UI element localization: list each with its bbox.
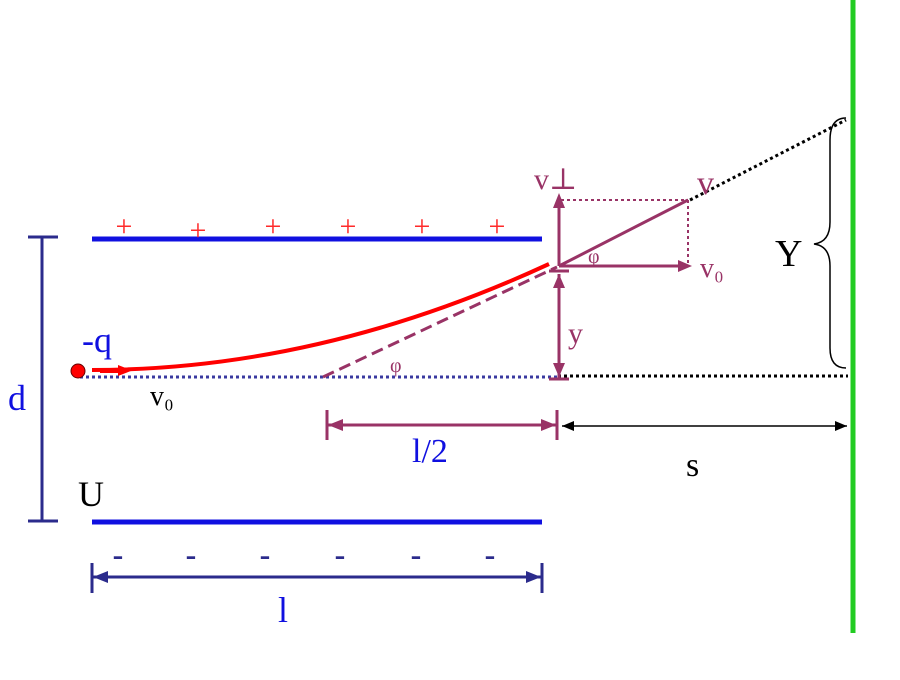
- y-dimension: [549, 269, 569, 381]
- l-label: l: [278, 590, 288, 630]
- extension-line-inside: [322, 265, 558, 379]
- U-label: U: [78, 474, 104, 514]
- s-dimension: [562, 421, 847, 431]
- half-l-label: l/2: [412, 433, 448, 470]
- extension-line-outside: [689, 118, 847, 202]
- l-dimension: [90, 563, 544, 593]
- particle-trajectory: [91, 262, 550, 372]
- velocity-triangle: [553, 193, 692, 272]
- plus-sign: +: [489, 210, 506, 243]
- Y-brace: [813, 117, 847, 369]
- plus-sign: +: [340, 210, 357, 243]
- charge-dot: [70, 363, 86, 379]
- v0-initial-label: v₀: [150, 381, 174, 412]
- v-vector: [558, 198, 689, 268]
- v-label: v: [697, 165, 714, 202]
- minus-sign: -: [485, 536, 496, 572]
- d-label: d: [8, 378, 26, 418]
- plus-sign: +: [190, 214, 207, 247]
- plus-sign: +: [265, 210, 282, 243]
- minus-sign: -: [411, 536, 422, 572]
- minus-sign: -: [113, 536, 124, 572]
- phi-top-label: φ: [588, 246, 600, 268]
- v0-component-label: v₀: [700, 253, 724, 284]
- minus-sign: -: [260, 536, 271, 572]
- half-l-dimension: [325, 410, 559, 440]
- charge-label: -q: [82, 320, 112, 360]
- y-label: y: [568, 317, 583, 350]
- plus-sign: +: [116, 210, 133, 243]
- s-label: s: [686, 447, 699, 484]
- minus-sign: -: [186, 536, 197, 572]
- minus-sign: -: [335, 536, 346, 572]
- plus-sign: +: [414, 210, 431, 243]
- Y-label: Y: [775, 233, 802, 275]
- plus-signs: + + + + + +: [116, 210, 506, 247]
- v-perp-label: v⊥: [534, 163, 577, 196]
- minus-signs: - - - - - -: [113, 536, 496, 572]
- d-dimension: [28, 235, 58, 523]
- phi-bottom-label: φ: [390, 355, 402, 377]
- initial-velocity-arrow: [100, 365, 132, 376]
